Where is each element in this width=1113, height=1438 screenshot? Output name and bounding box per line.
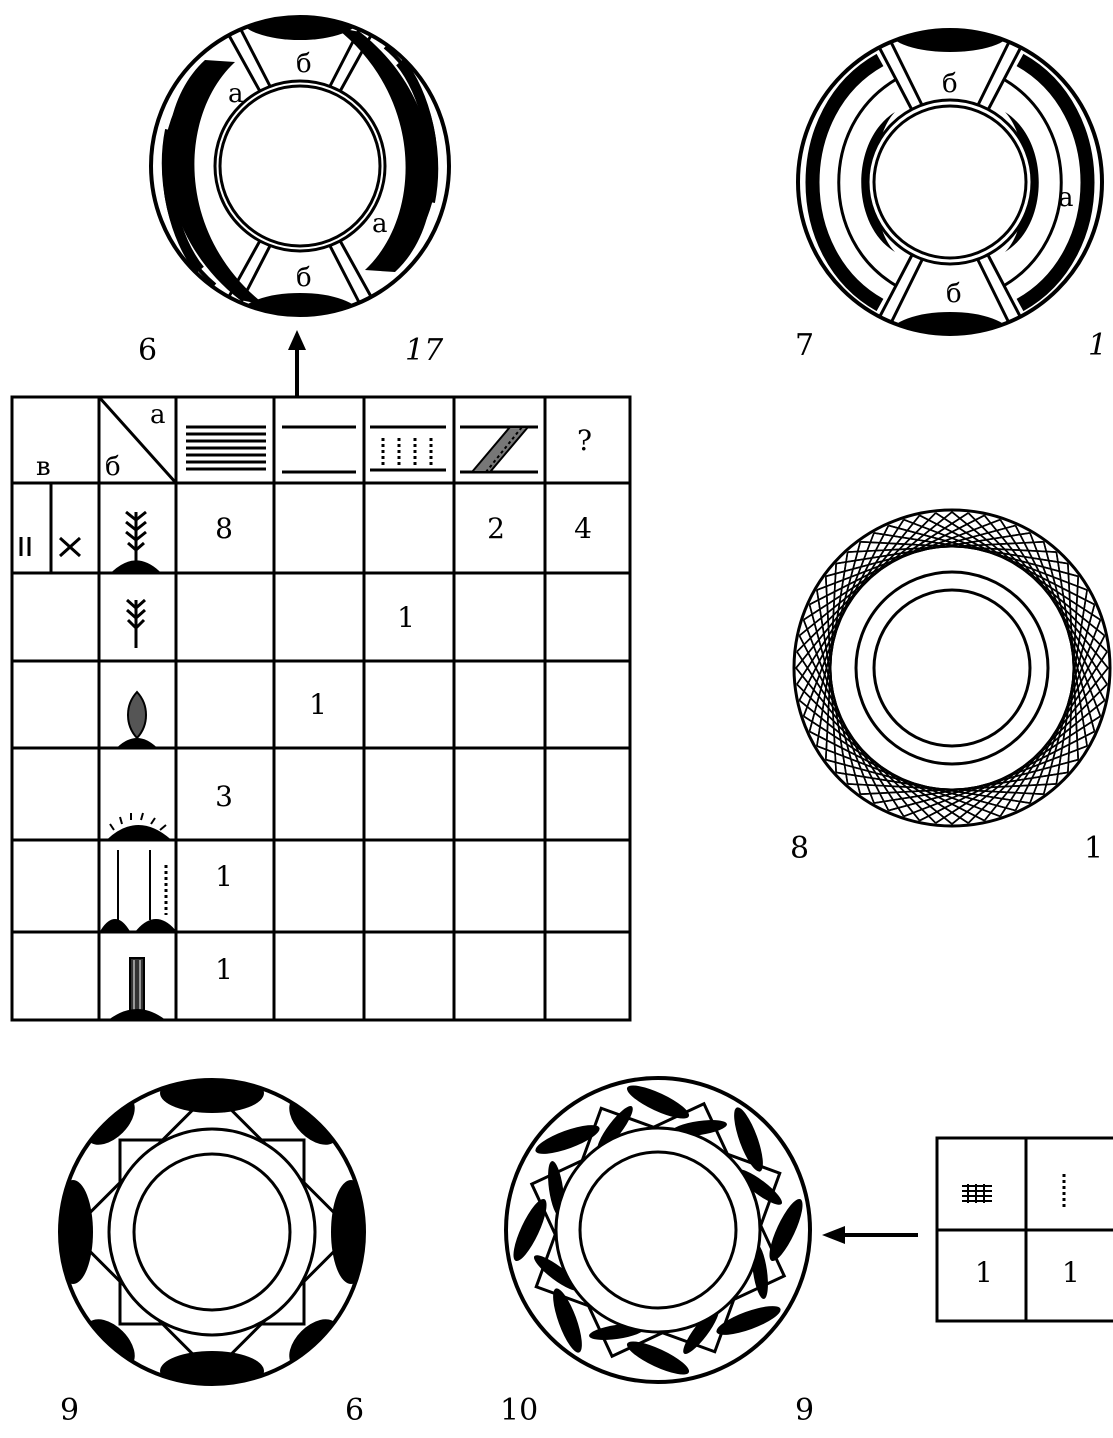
fig6-label-a-right: а — [372, 209, 388, 239]
small-table: 1 1 — [937, 1138, 1113, 1321]
fig10-number: 10 — [500, 1393, 538, 1428]
figure-8: 8 1 — [790, 510, 1110, 866]
table-cell-value: 1 — [397, 601, 415, 634]
table-cell-value: 1 — [215, 953, 233, 986]
fig8-count: 1 — [1084, 831, 1103, 866]
figure-9-ornament — [53, 1073, 371, 1391]
table-corner-b: б — [105, 452, 121, 482]
table-cell-value: 1 — [215, 860, 233, 893]
fig7-label-a: а — [1058, 183, 1074, 213]
table-cell-value: 4 — [574, 512, 592, 545]
header-question: ? — [577, 424, 592, 457]
small-table-value-2: 1 — [1062, 1256, 1080, 1289]
table-cell-value: 1 — [309, 688, 327, 721]
table-corner-v: в — [36, 452, 51, 482]
fig9-count: 6 — [345, 1393, 364, 1428]
table-cell-value: 3 — [215, 780, 233, 813]
table-cell-value: 8 — [215, 512, 233, 545]
fig6-label-a-left: а — [228, 79, 244, 109]
fig7-number: 7 — [795, 328, 814, 363]
figure-7: б а б 7 1 — [795, 12, 1107, 363]
fig10-count: 9 — [795, 1393, 814, 1428]
arrow-up-to-fig6 — [288, 330, 306, 398]
small-table-value-1: 1 — [975, 1256, 993, 1289]
figure-10: 10 9 — [500, 1078, 814, 1428]
fig6-label-b-bottom: б — [296, 263, 312, 293]
fig7-label-b-bottom: б — [946, 279, 962, 309]
fig6-number: 6 — [138, 333, 157, 368]
table-cell-value: 2 — [487, 512, 505, 545]
table-corner-a: а — [150, 400, 166, 430]
arrow-left-to-fig10 — [822, 1226, 918, 1244]
fig7-label-b-top: б — [942, 69, 958, 99]
main-table: а б в ? — [12, 397, 630, 1020]
fig9-number: 9 — [60, 1393, 79, 1428]
figure-9: 9 6 — [53, 1073, 371, 1428]
small-header-icon-grid — [962, 1184, 992, 1203]
fig7-count: 1 — [1088, 328, 1107, 363]
fig6-label-b-top: б — [296, 49, 312, 79]
fig6-count: 17 — [405, 333, 444, 368]
figure-6: а б а б 6 17 — [138, 0, 449, 368]
fig8-number: 8 — [790, 831, 809, 866]
header-icon-many-lines — [186, 427, 266, 469]
